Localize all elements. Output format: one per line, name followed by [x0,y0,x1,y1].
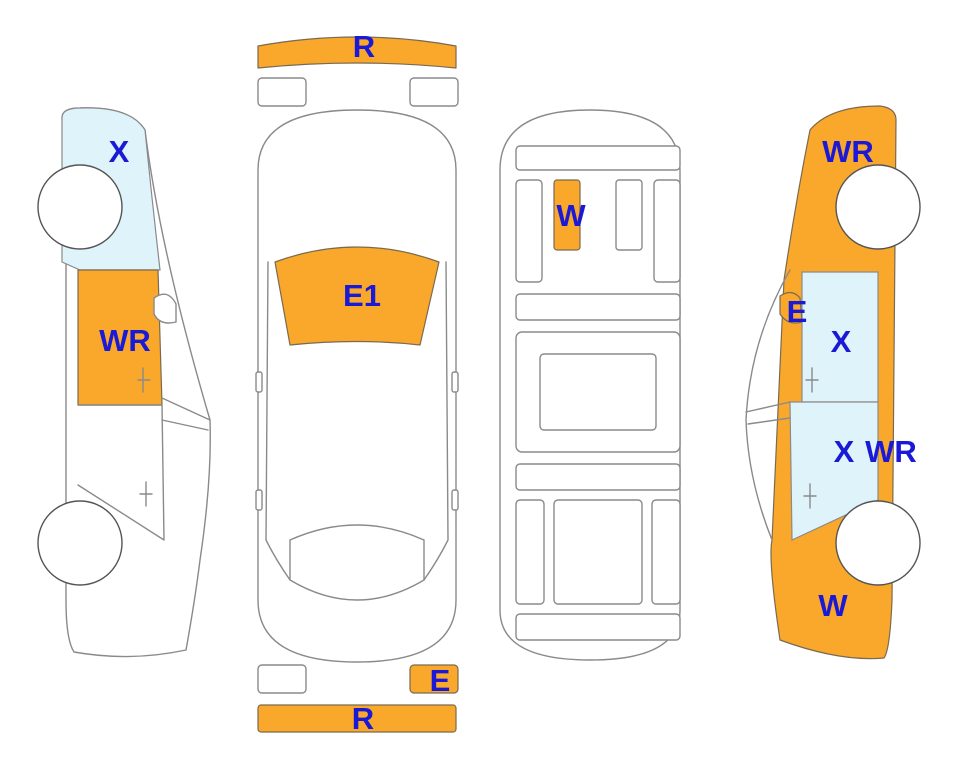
bottom-front-bumper [257,704,457,733]
right-handle-1 [805,367,819,393]
top-left-window [265,261,291,581]
label-right-lower: W [818,588,848,623]
left-handle-1 [137,367,151,393]
interior-passenger-seat [615,179,643,251]
label-roof-glass: E1 [343,278,381,313]
label-bottom-bumper: R [352,701,374,736]
right-handle-2 [803,483,817,509]
bottom-left-light [257,664,307,694]
top-right-mirror [451,371,459,393]
top-left-light [257,77,307,107]
right-door-glass [789,401,879,541]
label-right-upper: WR [822,134,874,169]
right-body-outline [745,269,791,541]
top-right-window [423,261,449,581]
label-bottom-light: E [430,663,451,698]
top-left-handle [255,489,263,511]
left-rear-wheel [37,500,123,586]
top-view [255,36,459,733]
interior-dash [515,145,681,171]
right-window-line [745,401,791,425]
right-side-view [745,105,921,660]
top-right-handle [451,489,459,511]
left-side-view [37,107,211,658]
label-left-upper: X [109,134,130,169]
top-body [257,109,457,663]
top-rear-bumper [257,36,457,69]
right-mirror [779,291,803,324]
left-window-line [161,397,211,431]
bottom-right-light [409,664,459,694]
top-left-mirror [255,371,263,393]
label-left-door: WR [99,323,151,358]
label-right-door-b: WR [865,434,917,469]
right-front-wheel [835,164,921,250]
left-mirror [153,293,177,324]
top-roof-glass [274,246,440,346]
interior-rear-left [515,499,545,605]
interior-rear-center [553,499,643,605]
interior-view [499,109,681,661]
damage-labels: R E1 W X WR WR E X X WR W E R [99,29,917,736]
label-top-rear-bumper: R [353,29,375,64]
left-door-lower [77,404,165,541]
label-interior-seat: W [556,198,586,233]
interior-trunk [515,613,681,641]
left-handle-2 [139,481,153,507]
interior-driver-seat [553,179,581,251]
top-rear-glass [289,524,425,601]
label-right-mirror: E [787,294,808,329]
interior-floor-inner [539,353,657,431]
right-rear-wheel [835,500,921,586]
label-right-window: X [831,324,852,359]
interior-rear-right [651,499,681,605]
interior-front-left [515,179,543,283]
interior-front-right [653,179,681,283]
interior-rear-bench [515,463,681,491]
interior-console [515,293,681,321]
left-front-wheel [37,164,123,250]
top-right-light [409,77,459,107]
label-right-door-a: X [834,434,855,469]
